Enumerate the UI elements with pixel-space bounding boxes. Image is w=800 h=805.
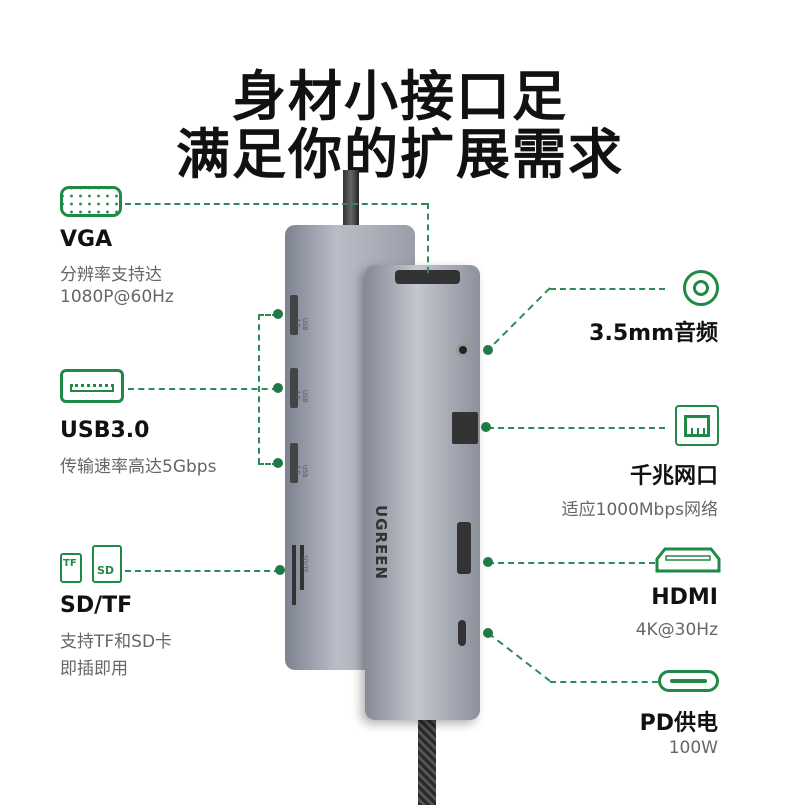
- feature-title-hdmi: HDMI: [651, 585, 718, 610]
- sd-card-icon: SD: [92, 545, 122, 583]
- audio-port: [456, 343, 470, 357]
- feature-desc: 分辨率支持达: [60, 265, 162, 285]
- brand-logo: UGREEN: [372, 505, 390, 581]
- usb-port: [290, 295, 298, 335]
- feature-desc: 100W: [668, 738, 718, 758]
- audio-jack-icon: [683, 270, 719, 306]
- feature-title-sdtf: SD/TF: [60, 593, 133, 618]
- feature-title-usb: USB3.0: [60, 418, 150, 443]
- usb-c-port-icon: [658, 670, 719, 692]
- port-label: USB 3.0: [294, 465, 308, 478]
- feature-title-audio: 3.5mm音频: [589, 321, 718, 346]
- feature-title-vga: VGA: [60, 227, 113, 252]
- cable-top: [343, 170, 359, 230]
- vga-port-icon: [60, 186, 122, 217]
- feature-title-ethernet: 千兆网口: [629, 464, 718, 489]
- feature-desc: 适应1000Mbps网络: [561, 500, 718, 520]
- port-label: USB 3.0: [294, 390, 308, 403]
- tf-card-icon: TF: [60, 553, 82, 583]
- hub-front-unit: [365, 265, 480, 720]
- feature-desc: 支持TF和SD卡: [60, 632, 173, 652]
- feature-desc: 1080P@60Hz: [60, 287, 174, 307]
- sd-slot: [292, 545, 296, 605]
- ethernet-port: [452, 412, 478, 444]
- feature-title-pd: PD供电: [639, 711, 718, 736]
- cable-bottom: [418, 715, 436, 805]
- headline-line1: 身材小接口足: [232, 65, 568, 128]
- hdmi-port: [457, 522, 471, 574]
- sd-label: SD: [97, 564, 115, 577]
- usb-port: [290, 443, 298, 483]
- ethernet-port-icon: [675, 405, 719, 446]
- usb-c-port: [458, 620, 466, 646]
- feature-desc: 传输速率高达5Gbps: [60, 457, 217, 477]
- port-label: USB 3.0: [294, 318, 308, 331]
- tf-slot: [300, 545, 304, 590]
- usb-port: [290, 368, 298, 408]
- hdmi-port-icon: [655, 547, 721, 573]
- feature-desc: 4K@30Hz: [635, 620, 718, 640]
- tf-label: TF: [63, 558, 77, 569]
- headline-line2: 满足你的扩展需求: [176, 123, 624, 186]
- vga-port: [395, 270, 460, 284]
- port-label: SD/TF: [301, 555, 308, 573]
- usb-port-icon: [60, 369, 124, 403]
- feature-desc: 即插即用: [60, 659, 128, 679]
